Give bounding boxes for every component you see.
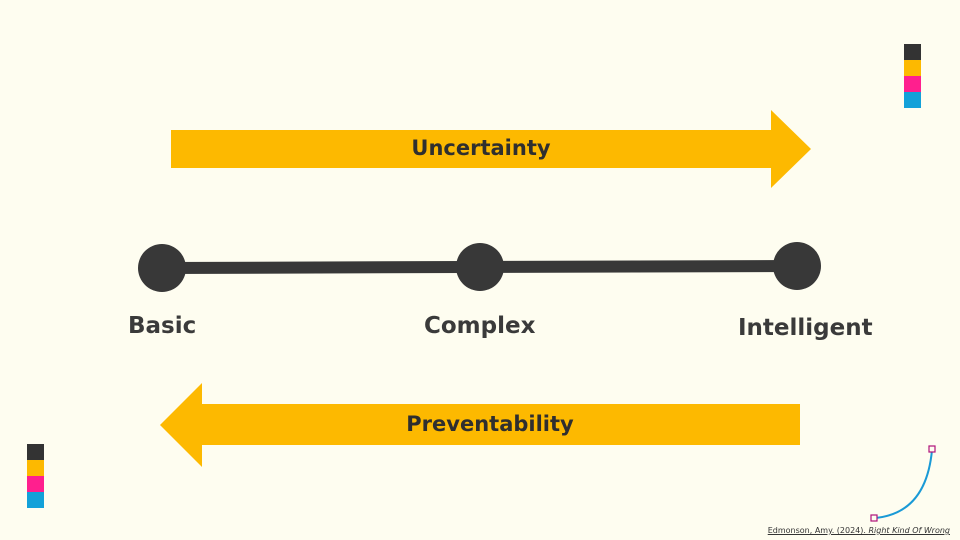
citation-author: Edmonson, Amy. (2024). bbox=[767, 526, 869, 535]
swatch-dark bbox=[27, 444, 44, 460]
swatch-yellow bbox=[904, 60, 921, 76]
stage-label-intelligent: Intelligent bbox=[738, 315, 873, 341]
uncertainty-label: Uncertainty bbox=[411, 136, 551, 160]
color-swatch-stack-top-right bbox=[904, 44, 921, 108]
node-complex bbox=[456, 243, 504, 291]
color-swatch-stack-bottom-left bbox=[27, 444, 44, 508]
citation: Edmonson, Amy. (2024). Right Kind Of Wro… bbox=[768, 526, 950, 535]
stage-label-complex: Complex bbox=[424, 313, 536, 339]
swatch-blue bbox=[904, 92, 921, 108]
curve-path bbox=[873, 449, 933, 519]
curve-handle-top bbox=[928, 445, 936, 453]
swatch-pink bbox=[904, 76, 921, 92]
swatch-blue bbox=[27, 492, 44, 508]
decorative-curve bbox=[870, 445, 936, 522]
left-arrow-shape bbox=[160, 383, 800, 467]
swatch-dark bbox=[904, 44, 921, 60]
citation-title: Right Kind Of Wrong bbox=[868, 526, 950, 535]
swatch-pink bbox=[27, 476, 44, 492]
stage-label-basic: Basic bbox=[128, 313, 197, 339]
node-intelligent bbox=[773, 242, 821, 290]
preventability-label: Preventability bbox=[406, 412, 574, 436]
swatch-yellow bbox=[27, 460, 44, 476]
preventability-arrow: Preventability bbox=[160, 383, 800, 467]
node-basic bbox=[138, 244, 186, 292]
uncertainty-arrow: Uncertainty bbox=[171, 110, 811, 188]
right-arrow-shape bbox=[171, 110, 811, 188]
curve-handle-bottom bbox=[870, 514, 878, 522]
